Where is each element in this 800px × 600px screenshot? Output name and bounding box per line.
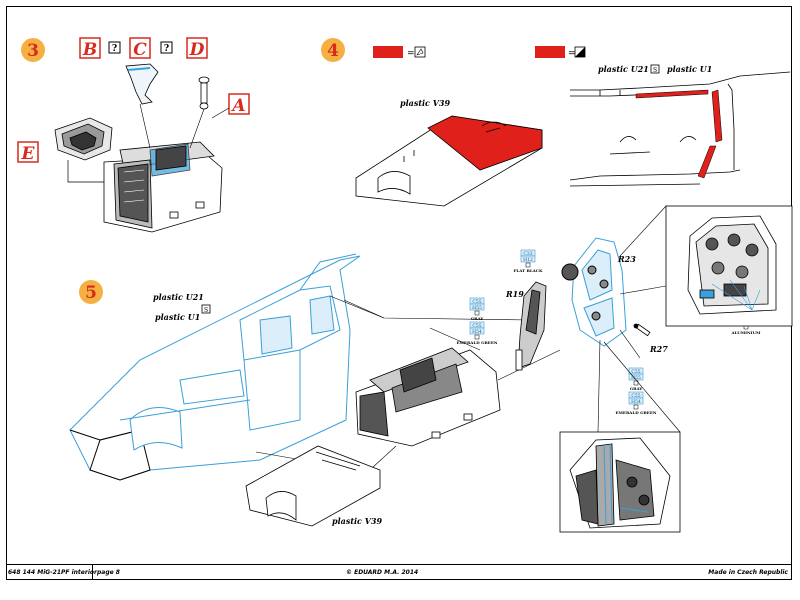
color-name: EMERALD GREEN: [456, 340, 497, 345]
cockpit-tub-drawing: [355, 347, 501, 447]
svg-text:S: S: [653, 67, 657, 74]
step-3: 3 B ? C ? D A E: [17, 37, 250, 233]
part-c-box: C: [129, 37, 151, 60]
detail-view-panel: [619, 205, 793, 327]
step-4: 4 = = plastic V39: [321, 38, 791, 207]
part-c-drawing: [125, 63, 159, 105]
svg-text:=: =: [407, 49, 415, 59]
color-code: C33: [523, 251, 532, 257]
color-code: C55: [631, 393, 640, 399]
part-r27-drawing: [633, 323, 651, 337]
color-name: GRAY: [630, 386, 643, 391]
footer-title: 648 144 MiG-21PF interior: [8, 569, 97, 576]
color-code: C55: [472, 299, 481, 305]
query-icon-1: ?: [108, 41, 121, 54]
panel-v39-bottom-drawing: [245, 445, 381, 527]
color-code: C55: [472, 323, 481, 329]
svg-text:?: ?: [112, 44, 117, 54]
query-icon-2: ?: [160, 41, 173, 54]
part-r23-label: R23: [617, 254, 636, 264]
fuselage-half-drawing: [69, 253, 361, 481]
color-code: H54: [472, 329, 482, 335]
step-5-number: 5: [85, 283, 97, 303]
part-r19-drawing: [515, 281, 547, 371]
footer-page: page 8: [92, 565, 120, 580]
step-5-badge: 5: [79, 280, 103, 304]
part-b-box: B: [79, 37, 101, 60]
step-3-leaders: [139, 103, 230, 149]
color-name: GRAY: [471, 316, 484, 321]
panel-v39-drawing: [355, 115, 543, 207]
part-c-letter: C: [133, 40, 147, 60]
part-b-letter: B: [82, 40, 97, 60]
color-code: H54: [631, 399, 641, 405]
symbol-icon-u21: S: [650, 64, 660, 74]
step-5-label-u21: plastic U21: [153, 292, 204, 302]
part-d-box: D: [186, 37, 208, 60]
part-r19-label: R19: [505, 289, 524, 299]
legend-photo-etch: =: [373, 46, 426, 59]
symbol-icon-u21-step5: S: [201, 304, 211, 314]
color-code: H55: [631, 375, 641, 381]
halftone-icon: [574, 46, 586, 58]
svg-text:=: =: [568, 49, 576, 59]
footer-copyright: © EDUARD M.A. 2014: [346, 569, 419, 576]
part-a-letter: A: [230, 96, 245, 116]
footer: 648 144 MiG-21PF interior page 8 © EDUAR…: [6, 564, 792, 580]
part-d-drawing: [198, 76, 210, 110]
legend-halftone: =: [535, 46, 586, 59]
step-4-badge: 4: [321, 38, 345, 62]
color-name: EMERALD GREEN: [615, 410, 656, 415]
step-3-number: 3: [27, 41, 39, 61]
step-4-label-u1: plastic U1: [667, 64, 712, 74]
part-r27-label: R27: [649, 344, 668, 354]
cockpit-side-profile: [569, 71, 791, 187]
photo-etch-icon: [414, 46, 426, 58]
step-4-label-v39: plastic V39: [400, 98, 450, 108]
part-r23-drawing: [561, 237, 627, 347]
step-3-badge: 3: [21, 38, 45, 62]
step-5-label-v39: plastic V39: [332, 516, 382, 526]
part-a-box: A: [228, 93, 250, 116]
color-name: ALUMINIUM: [731, 330, 762, 335]
color-name: FLAT BLACK: [514, 268, 543, 273]
step-5: 5 plastic U21 S plastic U1: [69, 205, 793, 533]
seat-drawing: [103, 141, 223, 233]
color-code: H12: [523, 257, 533, 263]
part-e-box: E: [17, 141, 39, 164]
part-e-drawing: [54, 117, 113, 161]
footer-made-in: Made in Czech Republic: [708, 569, 788, 576]
part-e-letter: E: [21, 144, 36, 164]
color-code: C55: [631, 369, 640, 375]
step-5-label-u1: plastic U1: [155, 312, 200, 322]
step-4-label-u21: plastic U21: [598, 64, 649, 74]
red-parts-profile: [635, 89, 723, 179]
step-4-number: 4: [327, 41, 339, 61]
detail-view-seat: [559, 339, 681, 533]
svg-text:S: S: [204, 307, 208, 314]
part-d-letter: D: [189, 40, 205, 60]
color-code: H55: [472, 305, 482, 311]
svg-text:?: ?: [164, 44, 169, 54]
